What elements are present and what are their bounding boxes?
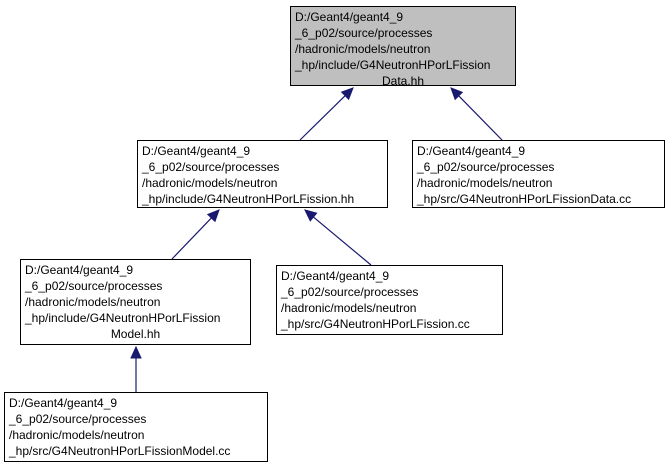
node-line: _6_p02/source/processes (281, 285, 419, 299)
arrowhead-fissiondata_cc-to-root (450, 87, 464, 101)
edge-fissionmodel_hh-to-fission_hh (171, 217, 212, 260)
node-line: _6_p02/source/processes (25, 279, 163, 293)
node-line: _hp/src/G4NeutronHPorLFission.cc (281, 317, 470, 331)
node-line: _hp/src/G4NeutronHPorLFissionData.cc (417, 192, 632, 206)
node-line: _6_p02/source/processes (9, 412, 147, 426)
node-line: /hadronic/models/neutron (417, 176, 553, 190)
node-line: _hp/include/G4NeutronHPorLFission (25, 311, 221, 325)
node-line: D:/Geant4/geant4_9 (295, 10, 404, 24)
arrowhead-fission_cc-to-fission_hh (304, 209, 318, 222)
node-line: D:/Geant4/geant4_9 (142, 144, 251, 158)
node-line: /hadronic/models/neutron (25, 295, 161, 309)
node-line: D:/Geant4/geant4_9 (281, 269, 390, 283)
node-line: _hp/include/G4NeutronHPorLFission (295, 58, 491, 72)
node-line: D:/Geant4/geant4_9 (9, 396, 118, 410)
node-line: _hp/include/G4NeutronHPorLFission.hh (142, 192, 355, 206)
node-g4neutronhporlfissionmodel-hh[interactable]: D:/Geant4/geant4_9 _6_p02/source/process… (20, 259, 251, 345)
node-line: /hadronic/models/neutron (142, 176, 278, 190)
node-line: Model.hh (110, 327, 161, 341)
node-line: /hadronic/models/neutron (9, 428, 145, 442)
node-line: D:/Geant4/geant4_9 (25, 263, 134, 277)
arrowhead-fissionmodel_cc-to-fissionmodel_hh (130, 345, 142, 359)
edge-fission_cc-to-fission_hh (313, 216, 372, 266)
node-line: /hadronic/models/neutron (295, 42, 431, 56)
node-line: Data.hh (381, 74, 425, 88)
node-g4neutronhporlfissiondata-hh[interactable]: D:/Geant4/geant4_9 _6_p02/source/process… (290, 6, 516, 88)
node-line: /hadronic/models/neutron (281, 301, 417, 315)
node-g4neutronhporlfission-cc[interactable]: D:/Geant4/geant4_9 _6_p02/source/process… (276, 265, 503, 335)
node-line: _6_p02/source/processes (417, 160, 555, 174)
node-line: D:/Geant4/geant4_9 (417, 144, 526, 158)
edge-fissiondata_cc-to-root (458, 95, 503, 141)
node-g4neutronhporlfission-hh[interactable]: D:/Geant4/geant4_9 _6_p02/source/process… (137, 140, 388, 208)
node-g4neutronhporlfissionmodel-cc[interactable]: D:/Geant4/geant4_9 _6_p02/source/process… (4, 392, 268, 462)
arrowhead-fissionmodel_hh-to-fission_hh (206, 209, 220, 223)
node-line: _6_p02/source/processes (142, 160, 280, 174)
node-line: _6_p02/source/processes (295, 26, 433, 40)
node-g4neutronhporlfissiondata-cc[interactable]: D:/Geant4/geant4_9 _6_p02/source/process… (412, 140, 665, 208)
arrowhead-fission_hh-to-root (340, 87, 354, 101)
node-line: _hp/src/G4NeutronHPorLFissionModel.cc (9, 444, 231, 458)
edge-fission_hh-to-root (299, 95, 346, 141)
